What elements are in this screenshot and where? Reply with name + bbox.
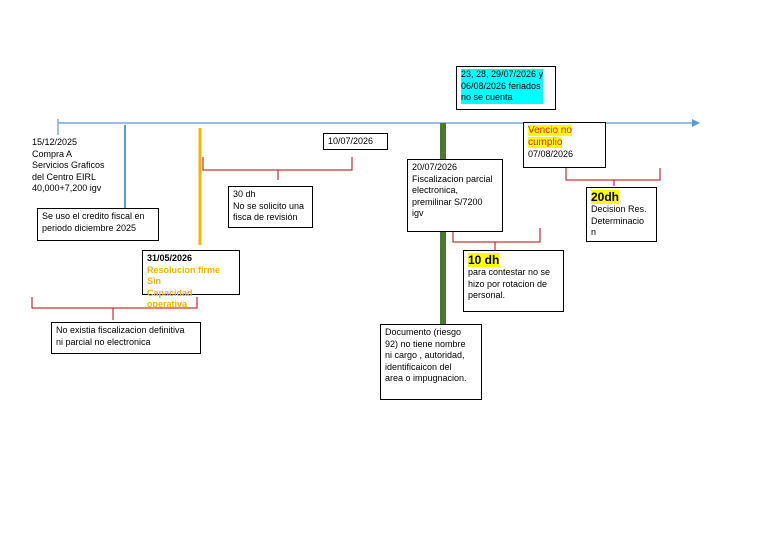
vencio-title-text: Vencio no cumplio	[528, 125, 572, 148]
resolution-date: 31/05/2026	[147, 253, 193, 263]
purchase-details: Compra A Servicios Graficos del Centro E…	[32, 148, 105, 194]
timeline-arrowhead	[692, 119, 700, 127]
vencio-date: 07/08/2026	[528, 149, 574, 159]
purchase-date: 15/12/2025	[32, 137, 78, 147]
vencio-title: Vencio no cumplio	[528, 125, 601, 149]
date-10-07-text: 10/07/2026	[328, 136, 374, 146]
holidays-box: 23, 28, 29/07/2026 y 06/08/2026 feriados…	[456, 66, 556, 110]
document-text: Documento (riesgo 92) no tiene nombre ni…	[385, 327, 467, 383]
vencio-box: Vencio no cumplio 07/08/2026	[523, 122, 606, 168]
brace-long	[31, 297, 198, 320]
date-20-07-text: 20/07/2026 Fiscalizacion parcial electro…	[412, 162, 493, 218]
brace-30dh	[202, 157, 353, 180]
date-20-07-box: 20/07/2026 Fiscalizacion parcial electro…	[407, 159, 503, 232]
twenty-days-title-text: 20dh	[591, 190, 620, 204]
twenty-days-text: Decision Res. Determinacio n	[591, 204, 647, 237]
no-fiscalization-text: No existia fiscalizacion definitiva ni p…	[56, 325, 185, 347]
ten-days-title: 10 dh	[468, 253, 559, 267]
holidays-text: 23, 28, 29/07/2026 y 06/08/2026 feriados…	[461, 69, 544, 104]
resolution-text: Resolucion firme Sin Capacidad operativa	[147, 264, 221, 310]
thirty-days-text: 30 dh No se solicito una fisca de revisi…	[233, 189, 305, 222]
document-box: Documento (riesgo 92) no tiene nombre ni…	[380, 324, 482, 400]
no-fiscalization-box: No existia fiscalizacion definitiva ni p…	[51, 322, 201, 354]
ten-days-box: 10 dh para contestar no se hizo por rota…	[463, 250, 564, 312]
credit-box: Se uso el credito fiscal en periodo dici…	[37, 208, 159, 241]
brace-20dh	[565, 168, 661, 186]
thirty-days-box: 30 dh No se solicito una fisca de revisi…	[228, 186, 313, 228]
brace-10dh	[452, 228, 541, 250]
date-10-07-box: 10/07/2026	[323, 133, 388, 150]
resolution-box: 31/05/2026 Resolucion firme Sin Capacida…	[142, 250, 240, 309]
ten-days-title-text: 10 dh	[468, 253, 500, 267]
twenty-days-box: 20dh Decision Res. Determinacio n	[586, 187, 657, 242]
twenty-days-title: 20dh	[591, 190, 652, 204]
ten-days-text: para contestar no se hizo por rotacion d…	[468, 267, 551, 300]
purchase-box: 15/12/2025 Compra A Servicios Graficos d…	[28, 135, 120, 203]
credit-text: Se uso el credito fiscal en periodo dici…	[42, 211, 145, 233]
